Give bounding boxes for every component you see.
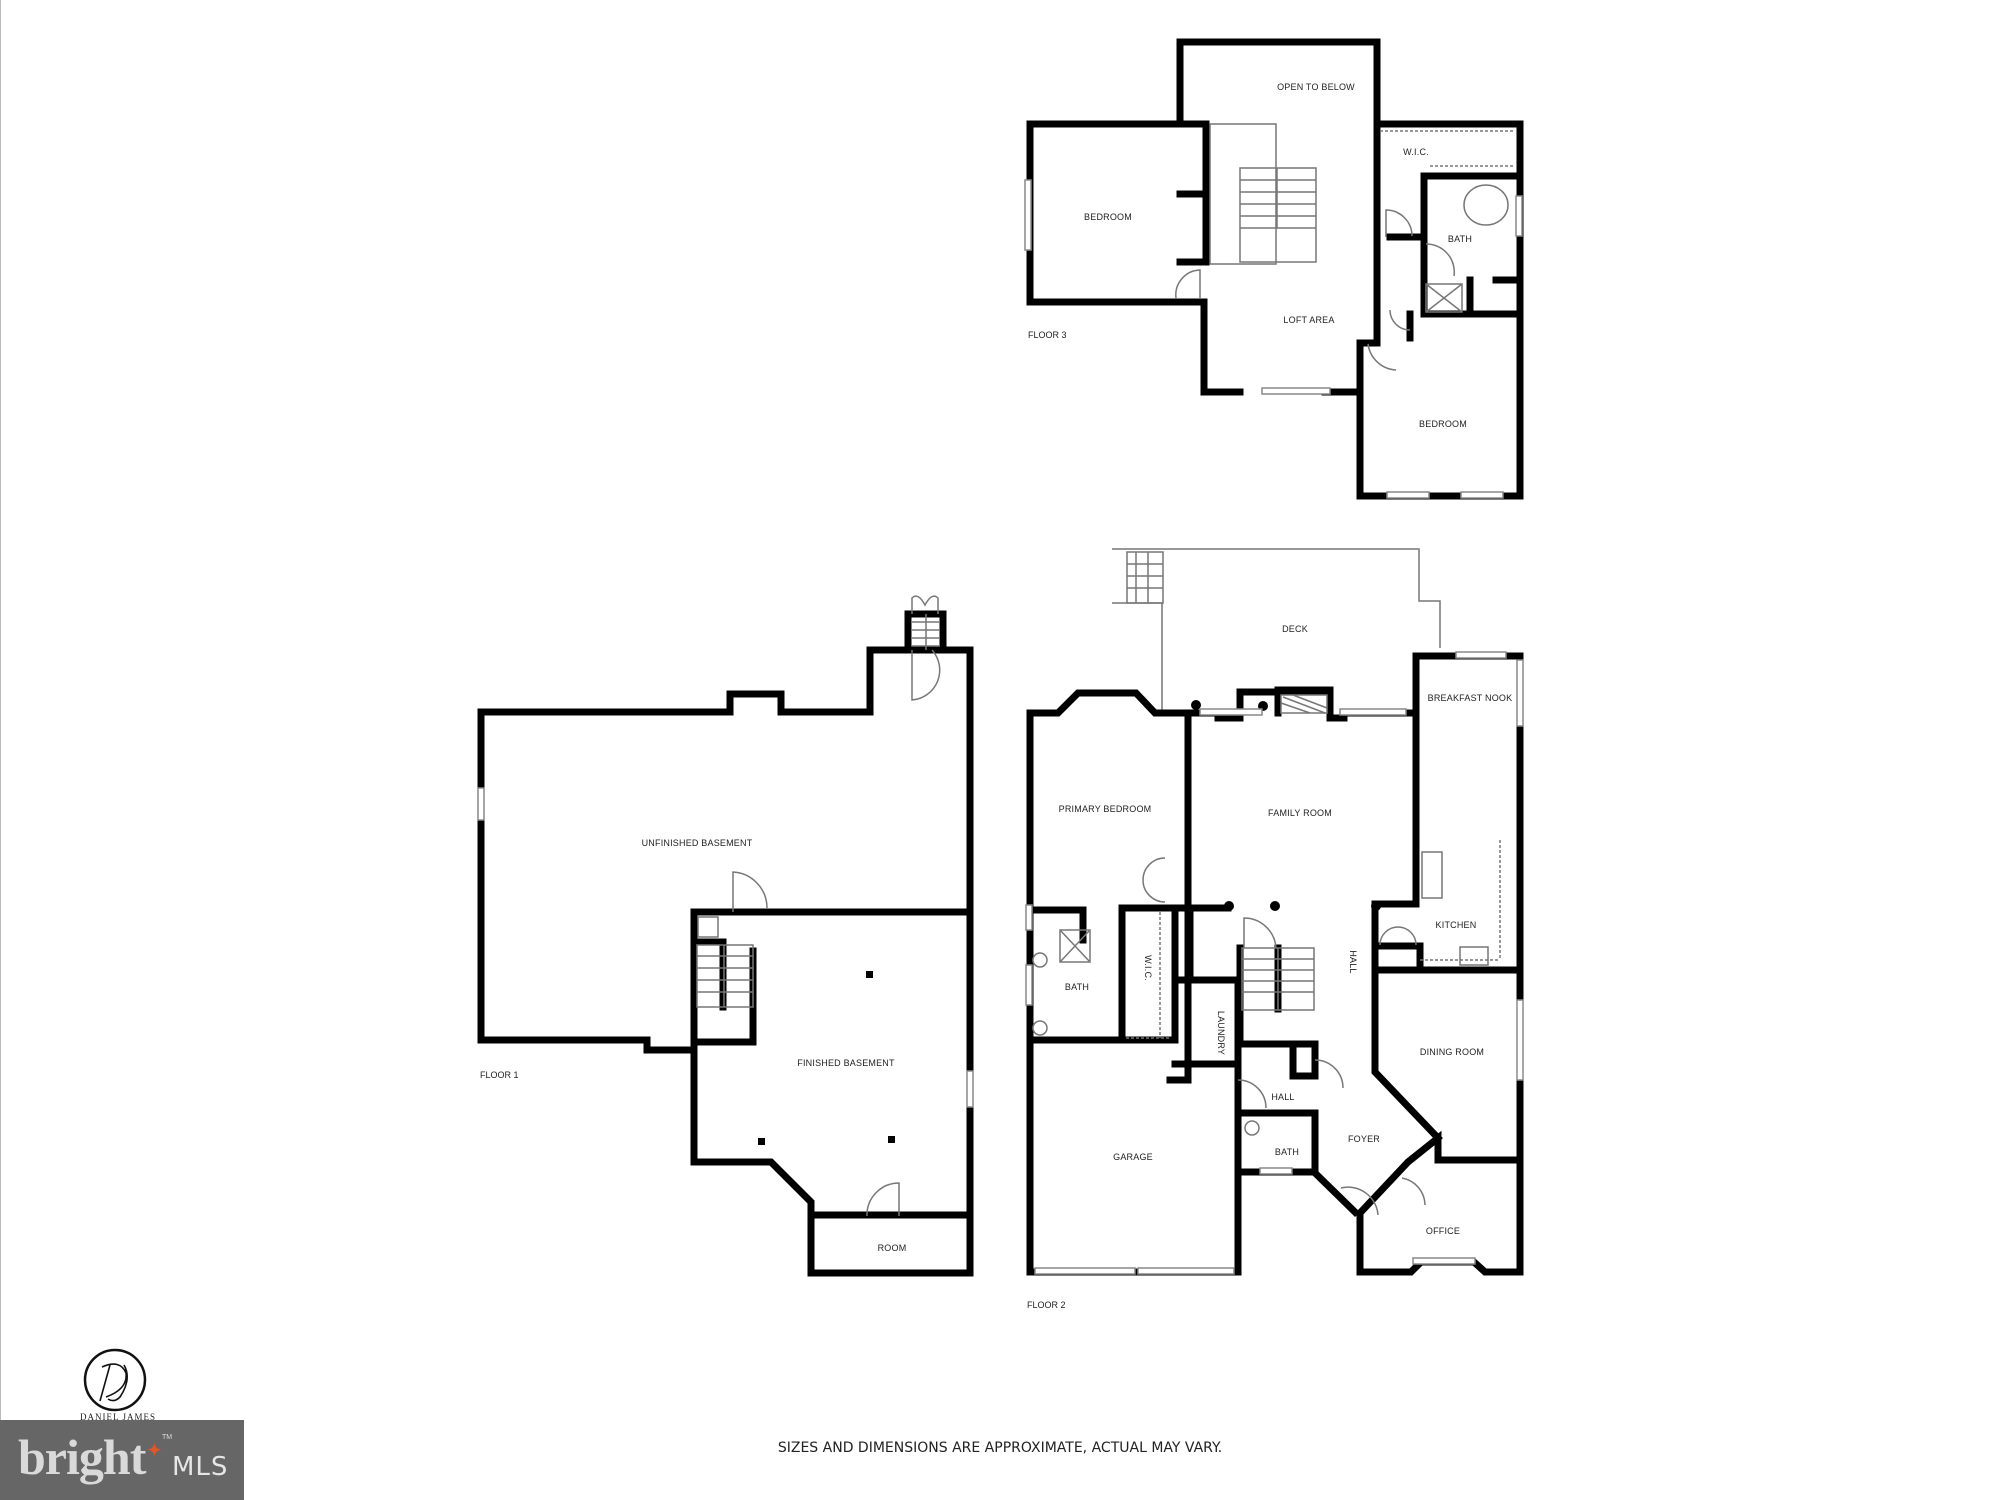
room-label: ROOM [878, 1243, 907, 1253]
mls-wordmark: MLS [172, 1452, 229, 1482]
room-label: OPEN TO BELOW [1277, 82, 1355, 92]
room-label: BEDROOM [1084, 212, 1132, 222]
room-label: FAMILY ROOM [1268, 808, 1332, 818]
floor-2-plan: DECK BREAKFAST NOOK PRIMARY BEDROOM FAMI… [1025, 548, 1524, 1310]
room-label: PRIMARY BEDROOM [1059, 804, 1152, 814]
room-label: DINING ROOM [1420, 1047, 1484, 1057]
floor-label: FLOOR 2 [1027, 1300, 1066, 1310]
room-label: BATH [1065, 982, 1089, 992]
bright-wordmark: bright [18, 1429, 146, 1485]
disclaimer-text: SIZES AND DIMENSIONS ARE APPROXIMATE, AC… [777, 1440, 1223, 1456]
photographer-name: DANIEL JAMES [80, 1412, 156, 1422]
room-label: BATH [1448, 234, 1472, 244]
room-label: OFFICE [1426, 1226, 1460, 1236]
trademark-mark: TM [162, 1434, 173, 1441]
room-label: BATH [1275, 1147, 1299, 1157]
room-label: BEDROOM [1419, 419, 1467, 429]
floor-label: FLOOR 1 [480, 1070, 519, 1080]
room-label: FINISHED BASEMENT [797, 1058, 895, 1068]
room-label: BREAKFAST NOOK [1428, 693, 1513, 703]
room-label: HALL [1348, 950, 1358, 973]
room-label: W.I.C. [1403, 147, 1429, 157]
photographer-logo-icon [83, 1348, 147, 1412]
floor-1-plan: UNFINISHED BASEMENT FINISHED BASEMENT RO… [477, 595, 974, 1277]
room-label: DECK [1282, 624, 1308, 634]
room-label: GARAGE [1113, 1152, 1153, 1162]
bright-mls-badge: bright ✦ TM MLS [0, 1420, 244, 1500]
floor-3-plan: BEDROOM OPEN TO BELOW W.I.C. BATH LOFT A… [1024, 38, 1524, 500]
room-label: HALL [1271, 1092, 1294, 1102]
page-left-border [0, 0, 1, 1500]
room-label: LAUNDRY [1216, 1011, 1226, 1055]
star-icon: ✦ [146, 1440, 163, 1462]
room-label: KITCHEN [1436, 920, 1477, 930]
room-label: LOFT AREA [1283, 315, 1334, 325]
floor-label: FLOOR 3 [1028, 330, 1067, 340]
room-label: W.I.C. [1143, 955, 1153, 981]
room-label: UNFINISHED BASEMENT [642, 838, 753, 848]
room-label: FOYER [1348, 1134, 1380, 1144]
